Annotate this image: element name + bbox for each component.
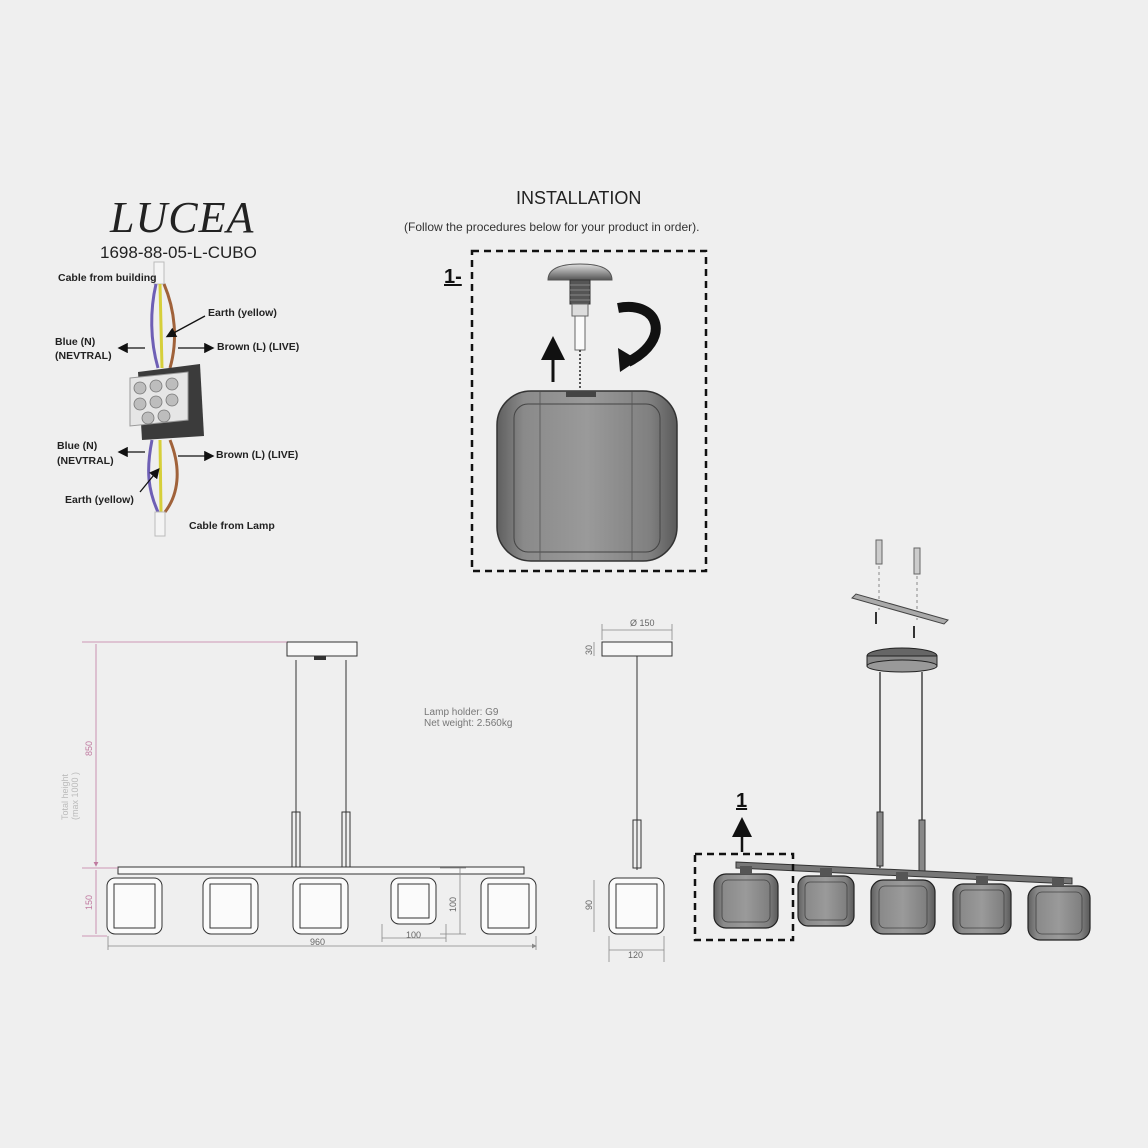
wire-yellow-bottom (158, 439, 163, 513)
label-cable-building: Cable from building (58, 272, 157, 284)
label-earth-bottom: Earth (yellow) (65, 494, 134, 506)
dim-total-height-1: Total height (60, 773, 70, 820)
dim-side-shade-height: 90 (584, 899, 594, 910)
wire-brown-bottom (163, 439, 179, 513)
dim-width: 960 (310, 937, 326, 947)
front-view-drawing (82, 641, 537, 950)
label-earth-top: Earth (yellow) (208, 307, 277, 319)
dim-canopy-height: 30 (584, 644, 594, 655)
step-frame (470, 249, 708, 573)
dim-total-height-2: (max 1000 ) (70, 771, 80, 820)
dim-side-shade-width: 120 (628, 950, 644, 960)
installation-subtitle: (Follow the procedures below for your pr… (404, 220, 700, 234)
dim-spacing: 100 (406, 930, 422, 940)
mounting-bracket-icon (851, 593, 949, 625)
dim-shade: 150 (84, 894, 94, 910)
label-cable-lamp: Cable from Lamp (189, 520, 275, 532)
installation-title: INSTALLATION (516, 188, 642, 208)
step-frame-perspective (693, 852, 795, 942)
wire-blue-top (150, 283, 160, 369)
label-blue-top-1: Blue (N) (55, 336, 96, 348)
installation-step-1 (470, 249, 708, 573)
dim-height: 850 (84, 740, 94, 756)
brand-logo: LUCEA (110, 193, 255, 242)
wire-brown-top (162, 283, 177, 369)
dim-canopy-diameter: Ø 150 (630, 618, 655, 628)
wire-yellow-top (158, 283, 164, 369)
dim-shade-height: 100 (448, 896, 458, 912)
side-view-drawing (593, 624, 673, 962)
note-lamp-holder: Lamp holder: G9 (424, 707, 499, 718)
terminal-block-icon (129, 364, 204, 440)
perspective-view (693, 539, 1091, 942)
note-net-weight: Net weight: 2.560kg (424, 718, 513, 729)
wiring-diagram (117, 261, 215, 537)
label-blue-top-2: (NEVTRAL) (55, 350, 112, 362)
model-number: 1698-88-05-L-CUBO (100, 243, 257, 262)
step-number: 1- (444, 266, 462, 288)
label-blue-bottom-2: (NEVTRAL) (57, 455, 114, 467)
label-brown-bottom: Brown (L) (LIVE) (216, 449, 299, 461)
label-blue-bottom-1: Blue (N) (57, 440, 98, 452)
perspective-step-number: 1 (736, 790, 748, 812)
label-brown-top: Brown (L) (LIVE) (217, 341, 300, 353)
cap-icon (547, 263, 613, 281)
rotate-arrow-icon (617, 301, 661, 367)
cube-shade-large (496, 390, 678, 562)
